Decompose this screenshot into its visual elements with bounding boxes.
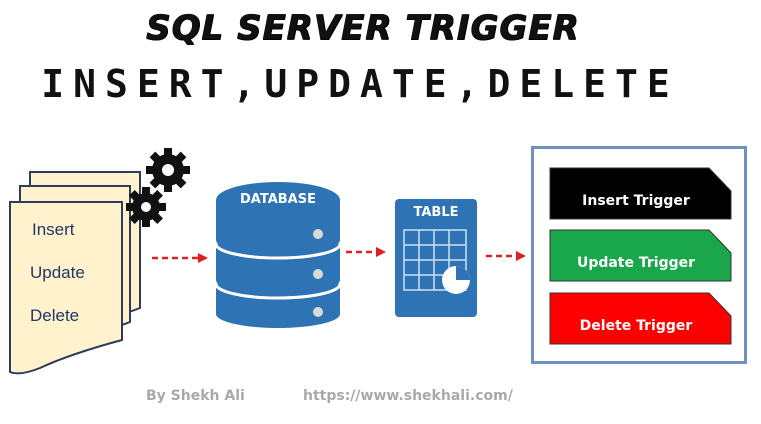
document-label-update: Update bbox=[30, 263, 85, 282]
insert-trigger-label: Insert Trigger bbox=[582, 193, 690, 209]
document-label-insert: Insert bbox=[32, 220, 75, 239]
insert-trigger-shape bbox=[549, 167, 732, 220]
footer-url[interactable]: https://www.shekhali.com/ bbox=[303, 388, 513, 404]
arrow-table-to-triggers bbox=[486, 251, 526, 261]
triggers-panel: Insert Trigger Update Trigger Delete Tri… bbox=[531, 146, 747, 364]
database-icon bbox=[214, 182, 342, 328]
document-label-delete: Delete bbox=[30, 306, 80, 325]
arrow-docs-to-database bbox=[152, 253, 208, 263]
delete-trigger-shape bbox=[549, 292, 732, 345]
page-subtitle: INSERT,UPDATE,DELETE bbox=[41, 62, 679, 106]
database-label: DATABASE bbox=[240, 192, 316, 207]
document-page-front bbox=[9, 201, 123, 375]
gear-icon-small bbox=[126, 187, 166, 227]
footer-author: By Shekh Ali bbox=[146, 388, 245, 404]
delete-trigger-label: Delete Trigger bbox=[579, 318, 693, 334]
arrow-database-to-table bbox=[346, 247, 386, 257]
document-stack-illustration bbox=[9, 148, 190, 375]
page-title: SQL SERVER TRIGGER bbox=[145, 8, 580, 48]
table-icon bbox=[395, 199, 477, 317]
gear-icon-large bbox=[146, 148, 190, 192]
table-label: TABLE bbox=[413, 205, 459, 220]
update-trigger-shape bbox=[549, 229, 732, 282]
update-trigger-label: Update Trigger bbox=[576, 255, 696, 271]
